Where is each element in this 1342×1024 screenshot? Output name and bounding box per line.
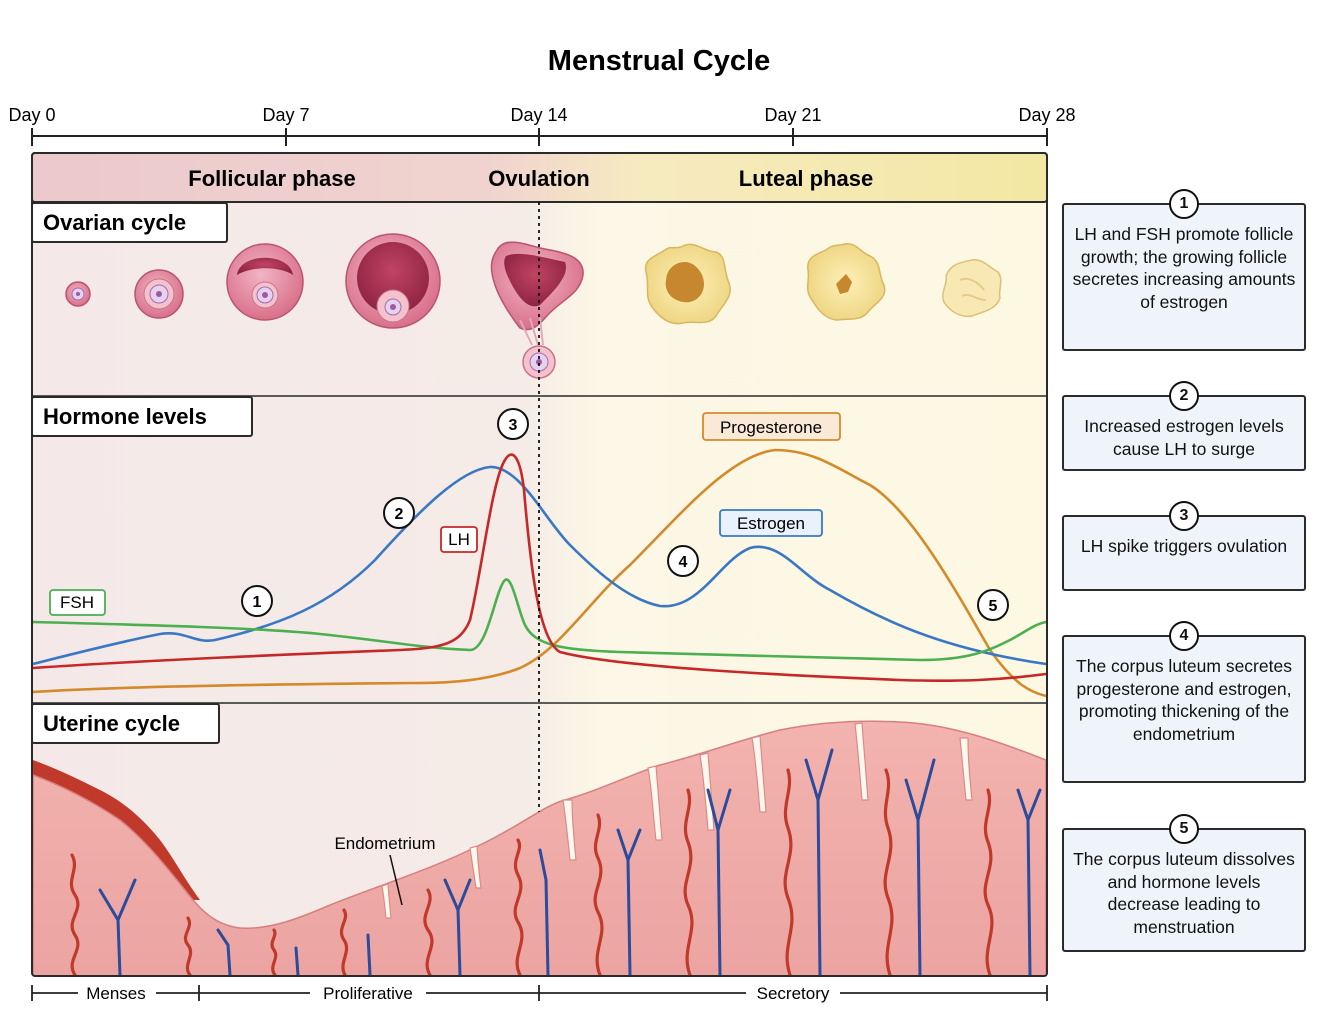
ovarian-cycle-panel xyxy=(65,233,1002,379)
note-1-badge: 1 xyxy=(1169,189,1199,219)
follicular-phase-label: Follicular phase xyxy=(188,166,356,191)
note-3-badge: 3 xyxy=(1169,501,1199,531)
primary-follicle-icon xyxy=(134,269,184,319)
secretory-label: Secretory xyxy=(757,984,830,1003)
secondary-follicle-icon xyxy=(226,243,304,321)
diagram-title: Menstrual Cycle xyxy=(548,45,770,77)
marker-3: 3 xyxy=(497,408,529,440)
note-2: 2 Increased estrogen levels cause LH to … xyxy=(1062,381,1306,471)
hormone-levels-panel: FSH LH Estrogen Progesterone 1 2 3 4 5 xyxy=(32,408,1047,698)
marker-5: 5 xyxy=(977,589,1009,621)
corpus-albicans-icon xyxy=(942,259,1002,318)
ovulation-label: Ovulation xyxy=(488,166,589,191)
hormone-levels-heading: Hormone levels xyxy=(43,404,207,429)
progesterone-label: Progesterone xyxy=(720,418,822,437)
estrogen-label: Estrogen xyxy=(737,514,805,533)
ovarian-cycle-heading: Ovarian cycle xyxy=(43,210,186,235)
note-5-badge: 5 xyxy=(1169,814,1199,844)
primordial-follicle-icon xyxy=(65,281,91,307)
progesterone-curve xyxy=(32,448,1047,698)
day-axis: Day 0 Day 7 Day 14 Day 21 Day 28 xyxy=(8,105,1076,146)
note-2-text: Increased estrogen levels cause LH to su… xyxy=(1084,416,1284,459)
day-0-label: Day 0 xyxy=(8,105,55,125)
fsh-label: FSH xyxy=(60,593,94,612)
svg-text:2: 2 xyxy=(395,506,404,523)
endometrium-label: Endometrium xyxy=(334,834,435,853)
svg-text:1: 1 xyxy=(253,594,262,611)
luteal-phase-label: Luteal phase xyxy=(739,166,873,191)
note-1-text: LH and FSH promote follicle growth; the … xyxy=(1072,224,1296,312)
note-4: 4 The corpus luteum secretes progesteron… xyxy=(1062,621,1306,783)
note-1: 1 LH and FSH promote follicle growth; th… xyxy=(1062,189,1306,351)
corpus-luteum-icon xyxy=(644,243,731,325)
lh-label: LH xyxy=(448,530,470,549)
ruptured-follicle-icon xyxy=(490,241,584,379)
proliferative-label: Proliferative xyxy=(323,984,413,1003)
svg-text:3: 3 xyxy=(509,417,518,434)
day-14-label: Day 14 xyxy=(510,105,567,125)
note-2-badge: 2 xyxy=(1169,381,1199,411)
fsh-curve xyxy=(32,578,1047,662)
marker-4: 4 xyxy=(667,545,699,577)
mature-follicle-icon xyxy=(345,233,441,329)
regressing-corpus-luteum-icon xyxy=(806,243,886,321)
note-4-badge: 4 xyxy=(1169,621,1199,651)
note-5: 5 The corpus luteum dissolves and hormon… xyxy=(1062,814,1306,952)
day-7-label: Day 7 xyxy=(262,105,309,125)
svg-text:4: 4 xyxy=(679,554,688,571)
menses-label: Menses xyxy=(86,984,146,1003)
uterine-cycle-heading: Uterine cycle xyxy=(43,711,180,736)
estrogen-curve xyxy=(32,465,1047,666)
marker-1: 1 xyxy=(241,585,273,617)
uterine-phase-axis: Menses Proliferative Secretory xyxy=(31,984,1048,1003)
marker-2: 2 xyxy=(383,497,415,529)
day-21-label: Day 21 xyxy=(764,105,821,125)
note-4-text: The corpus luteum secretes progesterone … xyxy=(1076,656,1292,744)
svg-text:5: 5 xyxy=(989,598,998,615)
note-5-text: The corpus luteum dissolves and hormone … xyxy=(1073,849,1295,937)
note-3: 3 LH spike triggers ovulation xyxy=(1062,501,1306,591)
lh-curve xyxy=(32,453,1047,683)
day-28-label: Day 28 xyxy=(1018,105,1075,125)
note-3-text: LH spike triggers ovulation xyxy=(1080,536,1288,556)
uterine-cycle-panel xyxy=(33,720,1046,975)
